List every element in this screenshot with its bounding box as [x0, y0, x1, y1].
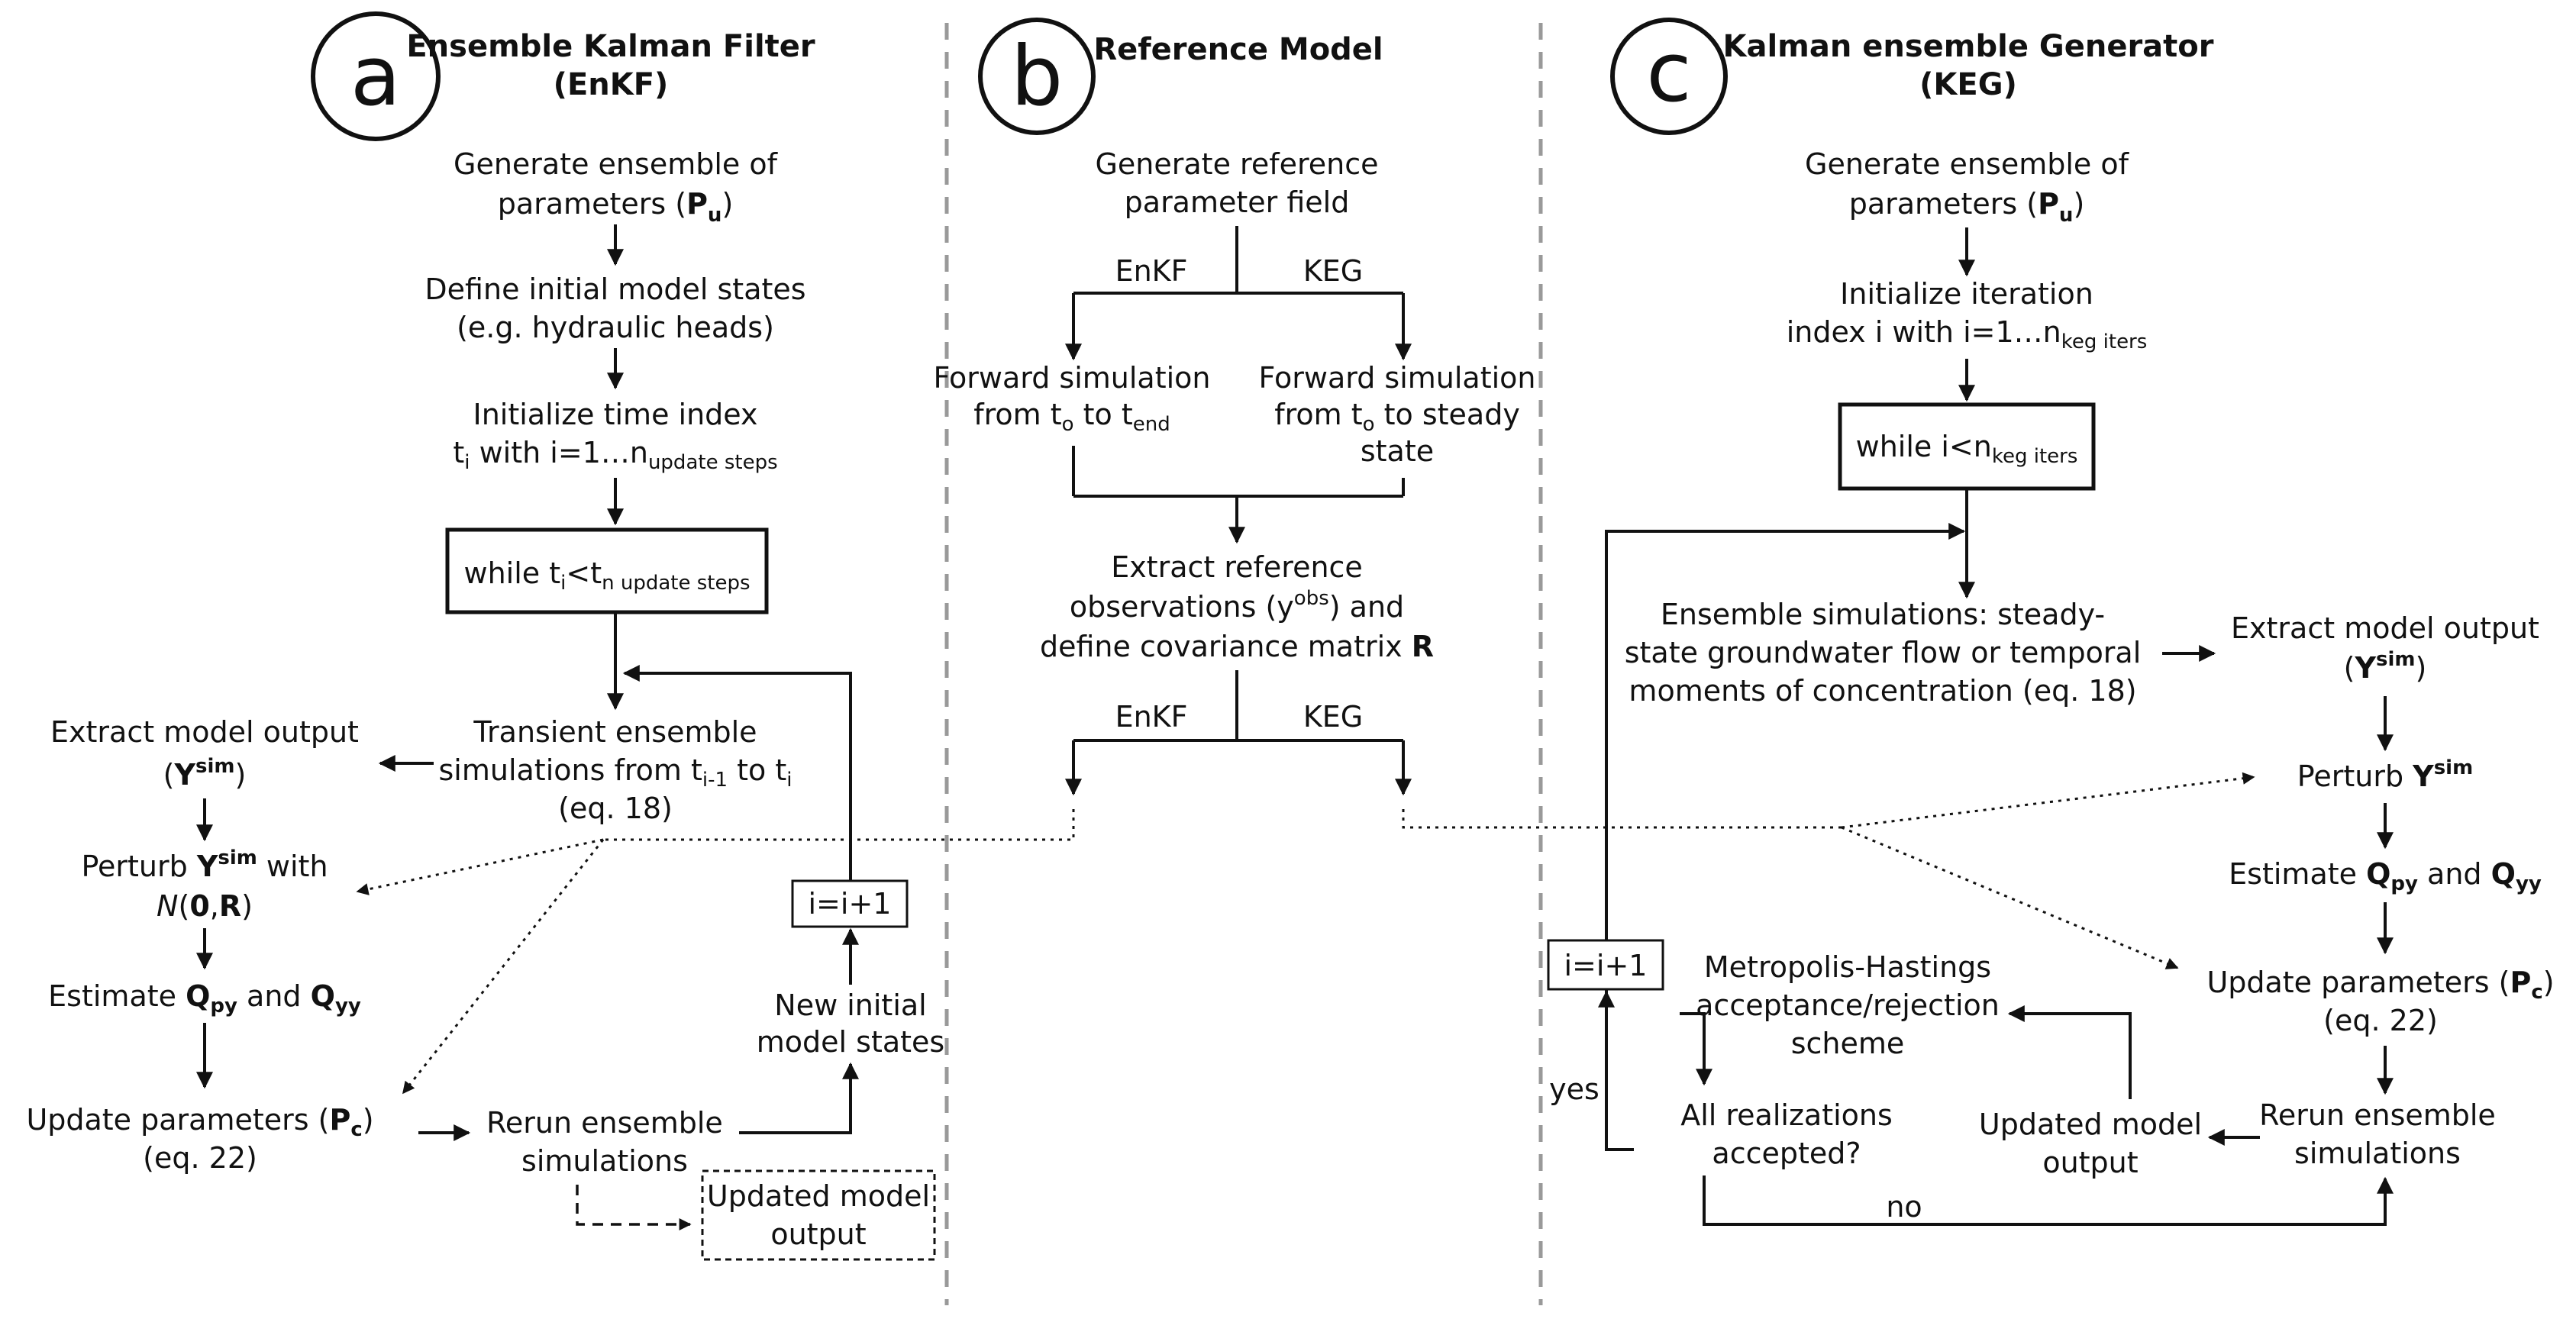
c-ens-line3: moments of concentration (eq. 18)	[1629, 674, 2136, 708]
panel-b-title: Reference Model	[1093, 32, 1383, 67]
a-extract-line1: Extract model output	[50, 715, 359, 749]
c-increment-box	[1547, 939, 1664, 991]
b-fwd1-line1: Forward simulation	[934, 361, 1211, 395]
c-update-line1: Update parameters (Pc)	[2206, 966, 2554, 1004]
b-fwd2-line3: state	[1361, 434, 1434, 468]
panel-a-title-line1: Ensemble Kalman Filter	[406, 29, 815, 64]
c-mh-line3: scheme	[1791, 1027, 1905, 1060]
b-branch2-keg: KEG	[1303, 700, 1363, 734]
a-while-box	[445, 527, 769, 614]
c-generate-line1: Generate ensemble of	[1805, 147, 2130, 181]
panel-a-title-line2: (EnKF)	[554, 67, 669, 102]
a-define-line2: (e.g. hydraulic heads)	[457, 311, 774, 344]
panel-c-title-line1: Kalman ensemble Generator	[1722, 29, 2213, 64]
panel-c-letter-circle	[1610, 18, 1728, 135]
b-extract-line1: Extract reference	[1111, 550, 1363, 584]
a-while-text: while ti<tn update steps	[463, 556, 750, 595]
a-new-line2: model states	[757, 1025, 944, 1059]
b-branch1-enkf: EnKF	[1115, 254, 1188, 288]
a-init-line1: Initialize time index	[473, 398, 757, 431]
b-branch2-enkf: EnKF	[1115, 700, 1188, 734]
b-extract-line3: define covariance matrix R	[1040, 630, 1434, 663]
panel-c-letter: c	[1646, 25, 1691, 121]
a-rerun-line1: Rerun ensemble	[486, 1106, 723, 1140]
panel-b-letter: b	[1011, 29, 1064, 124]
c-rerun-line2: simulations	[2294, 1137, 2461, 1170]
a-init-line2: ti with i=1…nupdate steps	[453, 436, 777, 474]
c-all-line2: accepted?	[1712, 1137, 1861, 1170]
c-init-line1: Initialize iteration	[1840, 277, 2093, 311]
b-fwd2-line2: from to to steady	[1274, 398, 1520, 436]
c-updated-line1: Updated model	[1979, 1108, 2202, 1141]
b-generate-line1: Generate reference	[1095, 147, 1378, 181]
c-while-text: while i<nkeg iters	[1856, 430, 2078, 468]
a-increment-text: i=i+1	[809, 887, 892, 921]
c-updated-line2: output	[2042, 1146, 2138, 1179]
a-generate-line2: parameters (Pu)	[498, 187, 734, 227]
b-fwd2-line1: Forward simulation	[1259, 361, 1536, 395]
a-updated-box	[701, 1169, 936, 1261]
a-update-line1: Update parameters (Pc)	[26, 1103, 373, 1141]
c-generate-line2: parameters (Pu)	[1849, 187, 2085, 227]
c-estimate: Estimate Qpy and Qyy	[2229, 857, 2542, 895]
c-mh-line1: Metropolis-Hastings	[1704, 950, 1991, 984]
c-yes-label: yes	[1549, 1072, 1600, 1106]
panel-a-letter-circle	[311, 11, 441, 141]
c-mh-line2: acceptance/rejection	[1696, 988, 2000, 1022]
b-generate-line2: parameter field	[1125, 185, 1350, 219]
panel-b: b Reference Model Generate reference par…	[603, 18, 1842, 841]
c-extract-line1: Extract model output	[2231, 611, 2539, 645]
a-define-line1: Define initial model states	[424, 273, 805, 306]
a-estimate: Estimate Qpy and Qyy	[48, 979, 361, 1017]
c-update-line2: (eq. 22)	[2323, 1004, 2438, 1037]
a-new-line1: New initial	[774, 988, 926, 1022]
a-transient-line1: Transient ensemble	[473, 715, 757, 749]
c-ens-line2: state groundwater flow or temporal	[1625, 636, 2142, 669]
c-increment-text: i=i+1	[1564, 949, 1648, 982]
a-perturb-line2: N(0,R)	[157, 889, 253, 923]
c-all-line1: All realizations	[1680, 1098, 1893, 1132]
c-perturb: Perturb Ysim	[2297, 756, 2473, 793]
panel-a-letter: a	[350, 29, 401, 124]
b-extract-line2: observations (yobs) and	[1070, 587, 1404, 624]
c-init-line2: index i with i=1…nkeg iters	[1787, 315, 2148, 353]
a-updated-line1: Updated model	[707, 1179, 930, 1213]
c-no-label: no	[1886, 1190, 1922, 1224]
panel-c-title-line2: (KEG)	[1919, 67, 2017, 102]
a-increment-box	[791, 879, 909, 928]
a-updated-line2: output	[770, 1217, 866, 1251]
a-generate-line1: Generate ensemble of	[454, 147, 779, 181]
a-rerun-line2: simulations	[521, 1144, 688, 1178]
a-extract-line2: (Ysim)	[163, 755, 247, 792]
c-ens-line1: Ensemble simulations: steady-	[1661, 598, 2105, 631]
c-extract-line2: (Ysim)	[2344, 648, 2427, 685]
panel-b-letter-circle	[978, 18, 1096, 135]
a-update-line2: (eq. 22)	[143, 1141, 257, 1175]
a-perturb-line1: Perturb Ysim with	[81, 847, 328, 883]
a-transient-line3: (eq. 18)	[558, 792, 673, 825]
panel-c: c Kalman ensemble Generator (KEG) Genera…	[1547, 18, 2555, 1226]
b-fwd1-line2: from to to tend	[973, 398, 1170, 436]
a-transient-line2: simulations from ti-1 to ti	[439, 753, 792, 792]
panel-a: a Ensemble Kalman Filter (EnKF) Generate…	[26, 11, 944, 1261]
c-rerun-line1: Rerun ensemble	[2259, 1098, 2496, 1132]
b-branch1-keg: KEG	[1303, 254, 1363, 288]
